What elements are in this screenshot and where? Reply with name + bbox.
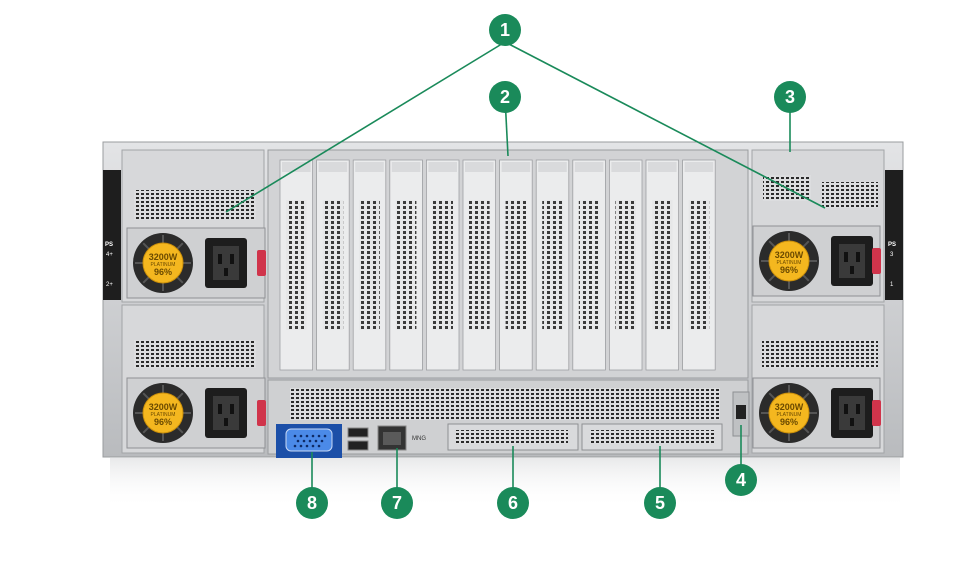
left-rail <box>103 170 121 300</box>
pcie-slot-bracket <box>682 159 716 371</box>
inlet-pin <box>856 252 860 262</box>
callout-1-number: 1 <box>500 20 510 40</box>
leader-1-left <box>225 41 506 213</box>
pcie-slot-bracket <box>425 159 460 371</box>
psu-subtitle: PLATINUM <box>777 260 802 266</box>
pcie-slot-bracket <box>279 159 313 371</box>
leader-1-right <box>504 41 826 209</box>
psu-wattage: 3200W <box>149 252 178 262</box>
pcie-slot-bracket <box>535 159 570 371</box>
inlet-pin <box>850 266 854 274</box>
psu-wattage: 3200W <box>775 402 804 412</box>
psu-badge <box>142 392 184 434</box>
right-ps-a: 3 <box>890 252 894 258</box>
psu-wattage: 3200W <box>775 250 804 260</box>
vga-port[interactable] <box>285 428 333 452</box>
pcie-slot-bracket <box>462 159 496 371</box>
inlet-pin <box>224 418 228 426</box>
right-rail <box>885 170 903 300</box>
callout-3: 3 <box>774 81 806 113</box>
psu-latch[interactable] <box>872 400 881 426</box>
psu-efficiency: 96% <box>780 417 798 427</box>
left-upper-vent <box>134 190 256 220</box>
psu-badge <box>142 242 184 284</box>
psu-badge <box>768 392 810 434</box>
callout-6-number: 6 <box>508 493 518 513</box>
psu-subtitle: PLATINUM <box>777 412 802 418</box>
inlet-pin <box>230 254 234 264</box>
psu-badge <box>768 240 810 282</box>
left-ps-title: PS <box>105 242 113 248</box>
pcie-slot-bracket <box>352 159 387 371</box>
psu-latch[interactable] <box>257 250 266 276</box>
callout-8-number: 8 <box>307 493 317 513</box>
callout-6: 6 <box>497 487 529 519</box>
left-ps-b: 2+ <box>106 282 113 288</box>
psu-latch[interactable] <box>257 400 266 426</box>
callout-4-number: 4 <box>736 470 746 490</box>
inlet-pin <box>218 404 222 414</box>
inlet-pin <box>850 418 854 426</box>
pcie-slot-bracket <box>316 159 350 371</box>
right-upper-vent-b <box>822 182 878 208</box>
serial-port[interactable] <box>736 405 746 419</box>
left-ps-a: 4+ <box>106 252 113 258</box>
inlet-pin <box>224 268 228 276</box>
pcie-slot-bracket <box>572 159 606 371</box>
pcie-slot-bracket <box>389 159 423 371</box>
callout-4: 4 <box>725 464 757 496</box>
inlet-pin <box>230 404 234 414</box>
callout-5-number: 5 <box>655 493 665 513</box>
usb-port-top[interactable] <box>347 427 369 438</box>
callout-2: 2 <box>489 81 521 113</box>
psu-efficiency: 96% <box>154 417 172 427</box>
right-ps-b: 1 <box>890 282 894 288</box>
pcie-slot-bracket <box>499 159 533 371</box>
left-lower-vent <box>134 340 256 368</box>
right-lower-vent <box>762 340 878 368</box>
right-ps-title: PS <box>888 242 896 248</box>
callout-7: 7 <box>381 487 413 519</box>
psu-latch[interactable] <box>872 248 881 274</box>
psu-efficiency: 96% <box>154 267 172 277</box>
callout-1: 1 <box>489 14 521 46</box>
callout-2-number: 2 <box>500 87 510 107</box>
inlet-pin <box>844 404 848 414</box>
ocp-left-vent <box>456 430 568 444</box>
callout-7-number: 7 <box>392 493 402 513</box>
psu-subtitle: PLATINUM <box>151 412 176 418</box>
psu-wattage: 3200W <box>149 402 178 412</box>
pcie-slots <box>279 159 716 371</box>
inlet-pin <box>856 404 860 414</box>
callout-3-number: 3 <box>785 87 795 107</box>
mgmt-port-socket <box>383 432 401 445</box>
psu-efficiency: 96% <box>780 265 798 275</box>
callout-5: 5 <box>644 487 676 519</box>
psu-subtitle: PLATINUM <box>151 262 176 268</box>
usb-port-bottom[interactable] <box>347 440 369 451</box>
pcie-slot-bracket <box>645 159 679 371</box>
ocp-right-vent <box>590 430 714 444</box>
callout-8: 8 <box>296 487 328 519</box>
mgmt-port-label: MNG <box>412 436 426 442</box>
io-upper-vent <box>290 388 720 420</box>
inlet-pin <box>844 252 848 262</box>
pcie-slot-bracket <box>609 159 643 371</box>
inlet-pin <box>218 254 222 264</box>
vga-pins <box>293 434 327 448</box>
